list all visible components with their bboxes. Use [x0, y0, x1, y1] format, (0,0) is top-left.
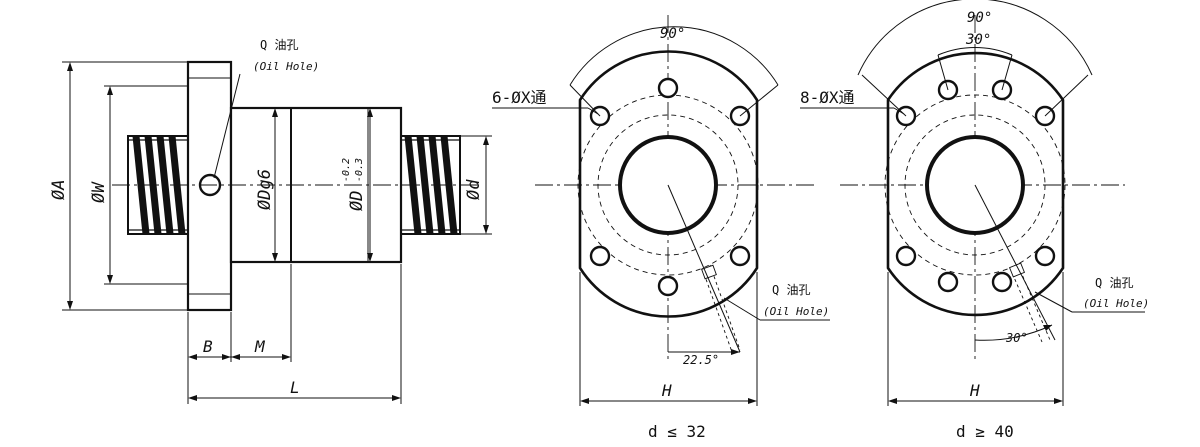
dim-D-label: ØD — [347, 191, 367, 211]
dim-B-label: B — [203, 337, 213, 356]
caption-8: d ≥ 40 — [956, 422, 1014, 441]
angle-bottom-6: 22.5° — [683, 353, 719, 367]
oil-hole-label-zh: Q 油孔 — [260, 38, 298, 52]
angle-inner-8: 30° — [965, 32, 991, 48]
oil-hole-label-en: (Oil Hole) — [253, 60, 319, 73]
holes-label-6: 6-ØX通 — [492, 88, 547, 107]
oil-hole-label-zh-6: Q 油孔 — [772, 283, 810, 297]
dim-L-label: L — [290, 378, 300, 397]
dim-M-label: M — [254, 337, 266, 356]
dim-H-label-6: H — [661, 381, 672, 400]
oil-hole-label-en-8: (Oil Hole) — [1083, 297, 1149, 310]
dim-Dg6-label: ØDg6 — [255, 169, 275, 210]
front-view-8-holes: 90° 30° 8-ØX通 Q 油孔 (Oil Hole) 30° H d ≥ … — [800, 0, 1149, 441]
dim-D-tol-upper: -0.2 — [341, 158, 352, 182]
dim-W-label: ØW — [89, 181, 109, 203]
caption-6: d ≤ 32 — [648, 422, 706, 441]
oil-hole-label-en-6: (Oil Hole) — [763, 305, 829, 318]
angle-top-8: 90° — [967, 10, 992, 26]
dim-A-label: ØA — [49, 180, 69, 200]
dim-d-label: Ød — [464, 179, 484, 200]
flange-outline-8 — [886, 51, 1065, 317]
flange-outline-6 — [578, 50, 759, 318]
angle-bottom-8: 30° — [1005, 331, 1028, 345]
side-view: Q 油孔 (Oil Hole) ØA ØW ØDg6 ØD -0.2 -0.3 … — [49, 38, 492, 404]
dim-D-tol-lower: -0.3 — [354, 158, 365, 182]
holes-label-8: 8-ØX通 — [800, 88, 855, 107]
oil-hole-label-zh-8: Q 油孔 — [1095, 276, 1133, 290]
dim-H-label-8: H — [969, 381, 980, 400]
front-view-6-holes: 90° 6-ØX通 Q 油孔 (Oil Hole) 22.5° H d ≤ 32 — [492, 15, 830, 441]
angle-top-6: 90° — [660, 26, 685, 42]
